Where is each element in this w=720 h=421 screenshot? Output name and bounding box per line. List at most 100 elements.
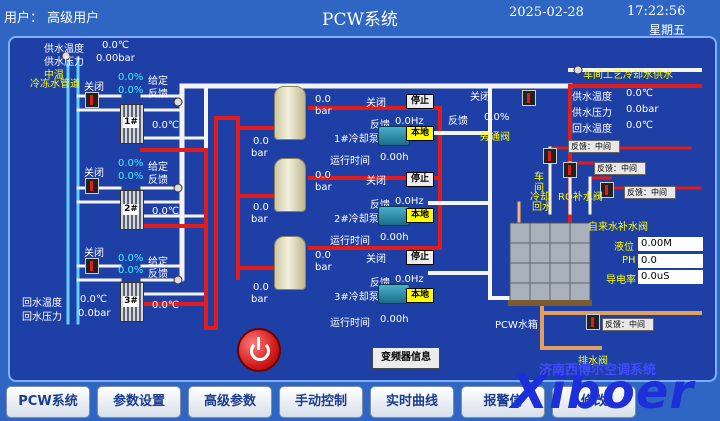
tap-valve-label: 自来水补水阀 — [588, 222, 648, 233]
exchanger-number: 3# — [123, 296, 139, 307]
return-temp-label: 回水温度 — [22, 298, 62, 309]
valve-icon[interactable] — [522, 90, 536, 106]
power-button-icon[interactable] — [237, 328, 281, 372]
pump-valve-state: 关闭 — [366, 98, 386, 109]
tank-top-unit: bar — [315, 182, 332, 193]
brand-logo: Xiboer 济南西博尔空调系统 — [511, 358, 720, 421]
drain-valve-label: 排水阀 — [578, 356, 608, 367]
exchanger-number: 1# — [123, 117, 139, 128]
nav-parameters[interactable]: 参数设置 — [97, 386, 181, 418]
workshop-return-text: 冷却 — [530, 192, 550, 203]
tank-side-value: 0.0 — [253, 202, 269, 213]
exchanger-fb-label: 反馈 — [148, 175, 168, 186]
pump-hz: 0.0Hz — [395, 116, 424, 127]
pump-name: 1#冷却泵 — [334, 134, 379, 145]
pump-stop-button[interactable]: 停止 — [406, 94, 434, 109]
supply-press-value: 0.00bar — [96, 53, 135, 64]
workshop-return-text: 车 — [534, 172, 544, 183]
nav-realtime-curve[interactable]: 实时曲线 — [370, 386, 454, 418]
pump-fb-label: 反馈 — [370, 116, 390, 131]
feedback-box: 反馈：中间 — [594, 162, 646, 175]
feedback-box: 反馈：中间 — [602, 318, 654, 331]
mid-temp-label: 中温 — [44, 70, 64, 81]
tank-side-unit: bar — [251, 214, 268, 225]
bypass-fb-label: 反馈 — [448, 116, 468, 127]
nav-alarm[interactable]: 报警信 — [461, 386, 545, 418]
bypass-valve-state: 关闭 — [470, 92, 490, 103]
nav-advanced[interactable]: 高级参数 — [188, 386, 272, 418]
pump-fb-label: 反馈 — [370, 274, 390, 289]
brand-company: 济南西博尔空调系统 — [539, 363, 657, 378]
pump-name: 2#冷却泵 — [334, 214, 379, 225]
exchanger-given-label: 给定 — [148, 76, 168, 87]
valve-icon[interactable] — [586, 314, 600, 330]
bypass-label: 旁通阀 — [480, 132, 510, 143]
valve-icon[interactable] — [85, 178, 99, 194]
nav-manual[interactable]: 手动控制 — [279, 386, 363, 418]
pump-local-button[interactable]: 本地 — [406, 126, 434, 141]
pump-run-label: 运行时间 — [330, 236, 370, 247]
tank-top-value: 0.0 — [315, 170, 331, 181]
exchanger-valve-state: 关闭 — [84, 168, 104, 179]
exchanger-valve-state: 关闭 — [84, 82, 104, 93]
expansion-tank-icon — [274, 86, 306, 140]
workshop-temp: 0.0℃ — [626, 88, 654, 99]
tank-side-unit: bar — [251, 148, 268, 159]
pump-stop-button[interactable]: 停止 — [406, 172, 434, 187]
workshop-press: 0.0bar — [626, 104, 659, 115]
conductivity-value: 0.0uS — [638, 270, 703, 284]
expansion-tank-icon — [274, 158, 306, 212]
tank-top-unit: bar — [315, 106, 332, 117]
pump-run-value: 0.00h — [380, 152, 409, 163]
tank-side-value: 0.0 — [253, 282, 269, 293]
pump-stop-button[interactable]: 停止 — [406, 250, 434, 265]
current-user: 用户： 高级用户 — [4, 11, 100, 26]
valve-icon[interactable] — [563, 162, 577, 178]
page-title: PCW系统 — [322, 10, 398, 30]
return-press-value: 0.0bar — [78, 308, 111, 319]
level-label: 液位 — [614, 242, 634, 253]
pcw-tank-label: PCW水箱 — [495, 320, 538, 331]
workshop-return-label: 回水温度 — [572, 124, 612, 135]
valve-icon[interactable] — [543, 148, 557, 164]
supply-press-label: 供水压力 — [44, 57, 84, 68]
nav-modify[interactable]: 修改 — [552, 386, 636, 418]
date-display: 2025-02-28 — [509, 5, 584, 20]
valve-icon[interactable] — [85, 92, 99, 108]
pump-run-value: 0.00h — [380, 232, 409, 243]
conductivity-label: 导电率 — [606, 275, 636, 286]
ph-value: 0.0 — [638, 254, 703, 268]
process-panel: 供水温度 0.0℃ 供水压力 0.00bar 中温 冷冻水管道 关闭 0.0% … — [8, 36, 717, 382]
bypass-fb-value: 0.0% — [484, 112, 510, 123]
exchanger-given-value: 0.0% — [118, 72, 144, 83]
pump-run-label: 运行时间 — [330, 318, 370, 329]
exchanger-fb-label: 反馈 — [148, 269, 168, 280]
pump-valve-state: 关闭 — [366, 176, 386, 187]
exchanger-fb-value: 0.0% — [118, 85, 144, 96]
tank-side-value: 0.0 — [253, 136, 269, 147]
tank-top-value: 0.0 — [315, 94, 331, 105]
pump-hz: 0.0Hz — [395, 274, 424, 285]
expansion-tank-icon — [274, 236, 306, 290]
pump-run-label: 运行时间 — [330, 156, 370, 167]
top-bar — [0, 0, 720, 33]
supply-temp-value: 0.0℃ — [102, 40, 130, 51]
exchanger-fb-value: 0.0% — [118, 265, 144, 276]
workshop-return-text: 回水 — [532, 202, 552, 213]
valve-icon[interactable] — [85, 258, 99, 274]
pump-valve-state: 关闭 — [366, 254, 386, 265]
valve-icon[interactable] — [600, 182, 614, 198]
workshop-return: 0.0℃ — [626, 120, 654, 131]
exchanger-number: 2# — [123, 204, 139, 215]
exchanger-given-value: 0.0% — [118, 253, 144, 264]
tank-side-unit: bar — [251, 294, 268, 305]
nav-pcw-system[interactable]: PCW系统 — [6, 386, 90, 418]
ph-label: PH — [622, 255, 636, 266]
vfd-info-button[interactable]: 变频器信息 — [372, 347, 440, 369]
exchanger-temp: 0.0℃ — [152, 120, 180, 131]
workshop-return-text: 间 — [534, 183, 544, 194]
supply-temp-label: 供水温度 — [44, 44, 84, 55]
pump-local-button[interactable]: 本地 — [406, 208, 434, 223]
pump-local-button[interactable]: 本地 — [406, 288, 434, 303]
pump-run-value: 0.00h — [380, 314, 409, 325]
